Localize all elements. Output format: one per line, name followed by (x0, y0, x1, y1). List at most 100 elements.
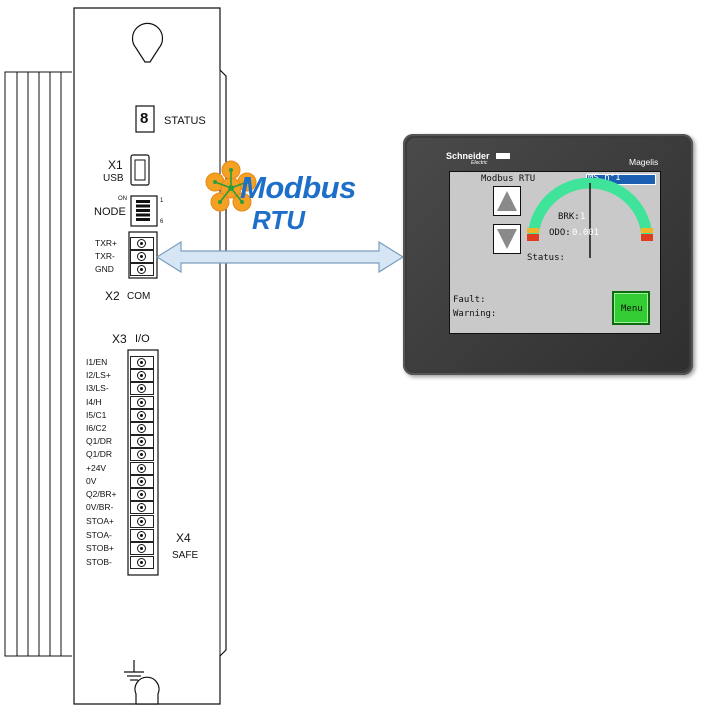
terminal-screw (130, 369, 154, 383)
terminal-screw (130, 395, 154, 409)
terminal-screw (130, 250, 154, 263)
node-label: NODE (94, 206, 126, 218)
screw-icon (137, 463, 146, 473)
pin-label: I4/H (86, 396, 102, 407)
brand-mark-icon (496, 153, 510, 159)
pin-label: STOB+ (86, 543, 114, 553)
bidirectional-arrow-icon (155, 240, 405, 274)
terminal-screw (130, 542, 154, 555)
ground-icon (124, 660, 144, 681)
pin-label: Q1/DR (86, 436, 112, 447)
terminal-screw (130, 435, 154, 449)
screw-icon (137, 476, 146, 486)
status-display (135, 105, 155, 133)
node-on-label: ON (118, 196, 127, 202)
pin-label: I1/EN (86, 357, 108, 367)
screw-icon (137, 503, 146, 513)
x1-label: X1 (108, 158, 123, 172)
pin-label: TXR- (95, 251, 115, 261)
pin-label: TXR+ (95, 238, 117, 248)
down-button[interactable] (493, 224, 521, 254)
pin-label: Q1/DR (86, 449, 112, 460)
screw-icon (137, 557, 146, 567)
pin-label: Q2/BR+ (86, 489, 117, 499)
terminal-screw (130, 515, 154, 528)
odo-label: ODO: (549, 228, 571, 238)
triangle-up-icon (497, 191, 517, 211)
modbus-title: Modbus (240, 170, 356, 205)
node-1-label: 1 (160, 198, 164, 204)
terminal-screw (130, 461, 154, 475)
rtu-title: RTU (252, 205, 305, 235)
mount-hole-top (131, 22, 164, 63)
screw-icon (137, 252, 146, 261)
terminal-screw (130, 408, 154, 422)
triangle-down-icon (497, 229, 517, 249)
menu-button[interactable]: Menu (612, 291, 650, 325)
terminal-screw (130, 488, 154, 501)
screw-icon (137, 530, 146, 540)
screw-icon (137, 265, 146, 274)
odo-value: 0.001 (572, 228, 600, 238)
terminal-screw (130, 356, 154, 369)
up-button[interactable] (493, 186, 521, 216)
screw-icon (137, 397, 146, 407)
pin-label: GND (95, 264, 114, 274)
pin-label: STOB- (86, 556, 112, 567)
mount-hole-bottom (134, 676, 160, 705)
usb-label: USB (103, 173, 124, 184)
pin-label: STOA- (86, 529, 112, 540)
terminal-screw (130, 263, 154, 276)
hmi-model: Magelis (629, 157, 659, 167)
status-field-label: Status: (527, 253, 565, 263)
com-label: COM (127, 291, 151, 302)
terminal-screw (130, 422, 154, 435)
screen-tag: MS n°1 (588, 173, 621, 183)
terminal-screw (130, 382, 154, 396)
screw-icon (137, 490, 146, 499)
safe-label: SAFE (172, 550, 199, 561)
pin-label: I5/C1 (86, 409, 107, 420)
x4-label: X4 (176, 531, 191, 545)
screw-icon (137, 424, 146, 433)
pin-label: +24V (86, 462, 107, 473)
screw-icon (137, 358, 146, 367)
status-digit: 8 (140, 110, 149, 127)
terminal-screw (130, 448, 154, 462)
pin-label: 0V/BR- (86, 502, 114, 513)
io-label: I/O (135, 333, 150, 345)
screw-icon (137, 239, 146, 248)
pin-label: I2/LS+ (86, 370, 111, 381)
modbus-network-icon (205, 160, 257, 212)
terminal-screw (130, 555, 154, 569)
fault-label: Fault: (453, 295, 486, 305)
screen-title: Modbus RTU (481, 174, 536, 184)
screw-icon (137, 517, 146, 526)
warning-label: Warning: (453, 309, 497, 319)
terminal-screw (130, 474, 154, 488)
screw-icon (137, 371, 146, 381)
pin-label: 0V (86, 475, 97, 486)
menu-button-label: Menu (621, 304, 643, 314)
drive-housing (4, 7, 227, 705)
hmi-brand: Schneider (446, 151, 490, 161)
pin-label: I3/LS- (86, 383, 109, 394)
status-label: STATUS (164, 115, 206, 127)
x2-label: X2 (105, 289, 120, 303)
terminal-screw (130, 501, 154, 515)
screw-icon (137, 544, 146, 553)
speed-gauge (527, 178, 653, 258)
x3-label: X3 (112, 332, 127, 346)
hmi-brand-sub: Electric (471, 160, 488, 166)
pin-label: I6/C2 (86, 423, 107, 433)
node-6-label: 6 (160, 219, 164, 225)
screw-icon (137, 450, 146, 460)
brk-label: BRK: (558, 212, 580, 222)
terminal-screw (130, 237, 154, 250)
brk-value: 1 (580, 212, 586, 222)
screw-icon (137, 384, 146, 394)
screw-icon (137, 437, 146, 447)
terminal-screw (130, 528, 154, 542)
screw-icon (137, 410, 146, 420)
pin-label: STOA+ (86, 516, 114, 526)
